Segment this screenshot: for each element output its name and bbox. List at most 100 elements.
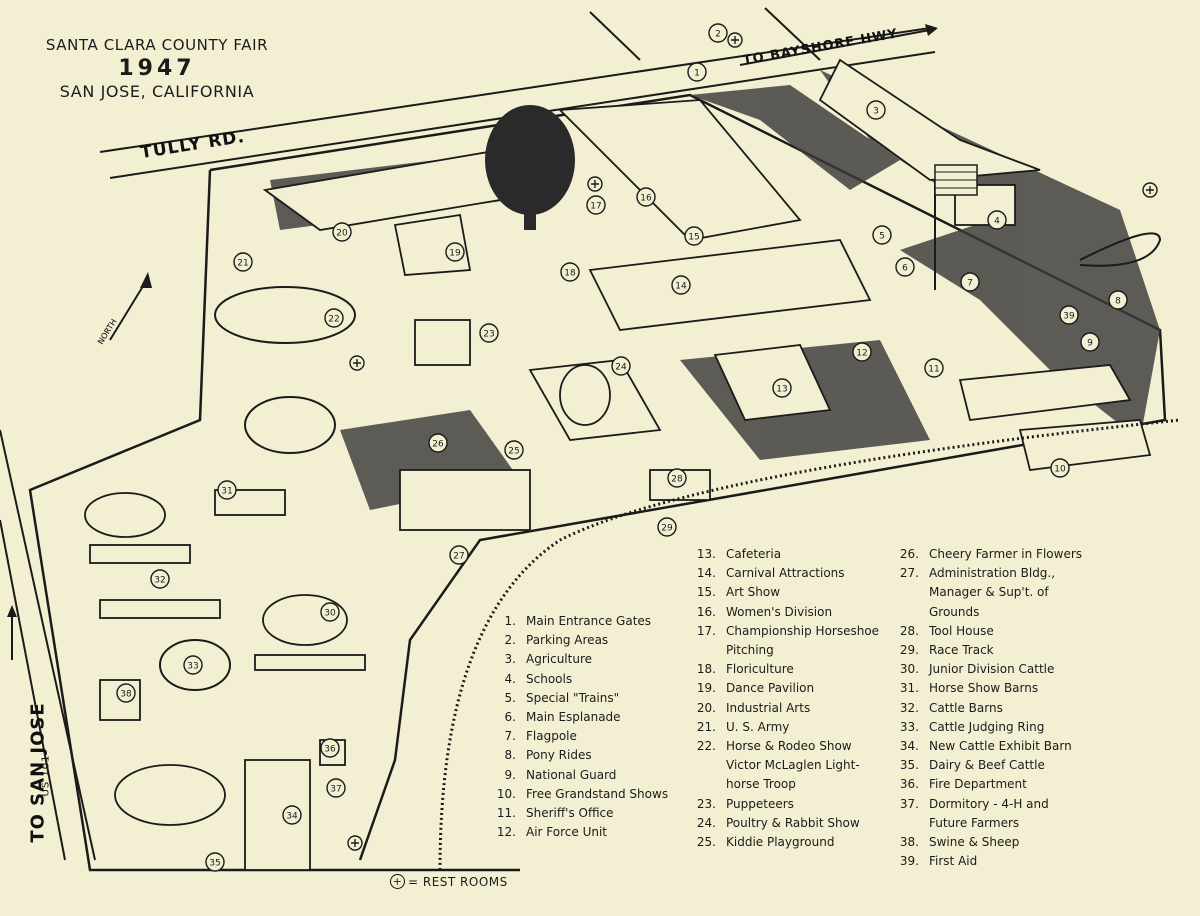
legend-item: 22.Horse & Rodeo Show Victor McLaglen Li… xyxy=(690,737,886,795)
legend-label: Air Force Unit xyxy=(526,825,607,840)
legend-label: Junior Division Cattle xyxy=(929,662,1055,677)
legend-label: Special "Trains" xyxy=(526,690,620,705)
race-track xyxy=(438,418,1181,871)
marker-number: 12 xyxy=(856,349,867,359)
legend-label: Cattle Judging Ring xyxy=(929,719,1045,734)
marker-number: 31 xyxy=(221,487,232,497)
location-marker: 7 xyxy=(960,272,980,292)
marker-circle xyxy=(320,602,340,622)
marker-circle xyxy=(671,275,691,295)
restroom-symbol: + xyxy=(390,874,405,889)
location-marker: 30 xyxy=(320,602,340,622)
legend-number: 17. xyxy=(696,623,716,638)
marker-number: 21 xyxy=(237,259,248,269)
legend-number: 13. xyxy=(696,547,716,561)
marker-number: 16 xyxy=(640,194,652,204)
legend-item: 19.Dance Pavilion xyxy=(690,679,886,698)
legend-item: 33. Cattle Judging Ring xyxy=(893,718,1089,737)
legend-label: Swine & Sheep xyxy=(929,835,1020,850)
location-marker: 23 xyxy=(479,323,499,343)
legend-label: Horse Show Barns xyxy=(929,681,1039,696)
marker-number: 36 xyxy=(324,745,336,755)
legend-item: 4.Schools xyxy=(490,670,686,689)
legend-number: 27. xyxy=(899,566,919,581)
legend-number: 10. xyxy=(496,786,516,801)
marker-circle xyxy=(1059,305,1079,325)
marker-circle xyxy=(326,778,346,798)
legend-column-3: 26.Cheery Farmer in Flowers 27. Administra… xyxy=(893,545,1089,871)
marker-circle xyxy=(560,262,580,282)
legend-number: 34. xyxy=(899,739,919,754)
marker-number: 19 xyxy=(449,249,461,259)
legend-label: National Guard xyxy=(526,767,617,782)
legend-item: 15.Art Show xyxy=(690,583,886,602)
legend-item: 39.First Aid xyxy=(893,852,1089,871)
legend-item: 21.U. S. Army xyxy=(690,718,886,737)
marker-circle xyxy=(205,852,225,872)
us101-label: US 101 xyxy=(40,754,52,797)
legend-number: 32. xyxy=(899,700,919,715)
marker-circle xyxy=(449,545,469,565)
flagpole xyxy=(934,164,978,290)
fair-year: 1947 xyxy=(118,55,196,81)
legend-item: 26.Cheery Farmer in Flowers xyxy=(893,545,1089,564)
marker-number: 38 xyxy=(120,690,132,700)
location-markers: 1234567891011121314151617181920212223242… xyxy=(116,23,1128,872)
location-marker: 22 xyxy=(324,308,344,328)
legend-item: 9.National Guard xyxy=(490,766,686,785)
location-marker: 31 xyxy=(217,480,237,500)
legend-number: 22. xyxy=(696,739,716,754)
legend-label: Dance Pavilion xyxy=(726,681,815,696)
location-marker: 39 xyxy=(1059,305,1079,325)
legend-item: 20.Industrial Arts xyxy=(690,699,886,718)
legend-label: Fire Department xyxy=(929,777,1027,792)
roads xyxy=(0,7,936,861)
legend-label: Women's Division xyxy=(726,604,833,619)
marker-number: 28 xyxy=(671,475,683,485)
legend-item: 6.Main Esplanade xyxy=(490,708,686,727)
legend-number: 33. xyxy=(899,719,919,734)
location-marker: 25 xyxy=(504,440,524,460)
marker-number: 27 xyxy=(453,552,464,562)
map-title-block: SANTA CLARA COUNTY FAIR 1947 SAN JOSE, C… xyxy=(22,36,292,102)
location-marker: 26 xyxy=(428,433,448,453)
marker-number: 9 xyxy=(1087,339,1093,349)
legend-number: 38. xyxy=(899,835,919,850)
marker-circle xyxy=(1108,290,1128,310)
legend-label: Dormitory - 4-H and Future Farmers xyxy=(929,796,1049,830)
marker-number: 32 xyxy=(154,576,165,586)
legend-label: Agriculture xyxy=(526,652,592,667)
location-marker: 19 xyxy=(445,242,465,262)
legend-label: Schools xyxy=(526,671,573,686)
legend-number: 14. xyxy=(696,566,716,581)
marker-circle xyxy=(150,569,170,589)
location-marker: 24 xyxy=(611,356,631,376)
legend-item: 25.Kiddie Playground xyxy=(690,833,886,852)
marker-circle xyxy=(445,242,465,262)
legend-item: 35.Dairy & Beef Cattle xyxy=(893,756,1089,775)
legend-label: Administration Bldg., Manager & Sup't. o… xyxy=(929,566,1056,619)
legend-label: Main Esplanade xyxy=(526,710,621,725)
legend-label: Industrial Arts xyxy=(726,700,811,715)
location-marker: 36 xyxy=(320,738,340,758)
legend-label: Poultry & Rabbit Show xyxy=(726,815,860,830)
marker-circle xyxy=(282,805,302,825)
location-marker: 33 xyxy=(183,655,203,675)
legend-number: 11. xyxy=(496,806,516,821)
marker-number: 17 xyxy=(590,202,601,212)
legend-label: Sheriff's Office xyxy=(526,806,614,821)
legend-item: 37.Dormitory - 4-H and Future Farmers xyxy=(893,795,1089,833)
location-marker: 32 xyxy=(150,569,170,589)
marker-number: 20 xyxy=(336,229,348,239)
fair-location: SAN JOSE, CALIFORNIA xyxy=(59,82,255,102)
marker-circle xyxy=(636,187,656,207)
legend-number: 35. xyxy=(899,758,919,773)
marker-circle xyxy=(586,195,606,215)
location-marker: 8 xyxy=(1108,290,1128,310)
legend-number: 24. xyxy=(696,815,716,830)
legend-label: Carnival Attractions xyxy=(726,566,845,581)
location-marker: 13 xyxy=(772,378,792,398)
